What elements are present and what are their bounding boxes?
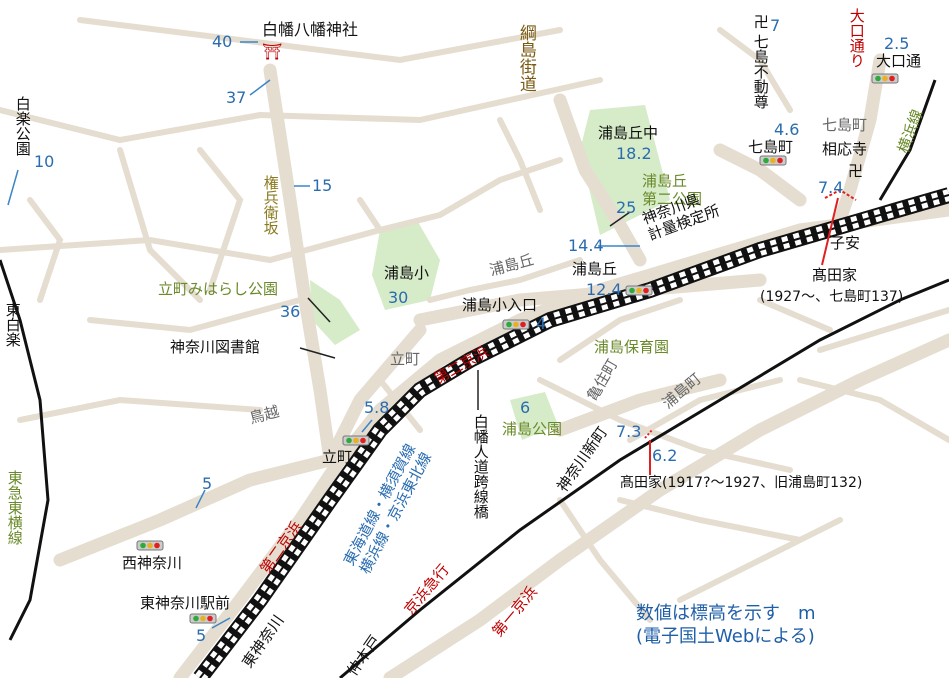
label-urashima-hoikuen: 浦島保育園 <box>594 338 670 356</box>
label-shichidomachi: 七島町 <box>748 138 794 156</box>
elevation-25: 25 <box>616 198 637 217</box>
label-hakuraku-park: 白楽公園 <box>13 96 32 156</box>
label-tatemachi-road: 立町 <box>390 350 421 368</box>
label-urashima-school: 浦島小 <box>384 264 430 282</box>
label-urashima-iriguchi: 浦島小入口 <box>462 296 538 314</box>
label-shichidomachi-gray: 七島町 <box>822 116 868 134</box>
elevation-5-b: 5 <box>196 626 207 645</box>
road-shichidomachi <box>713 143 807 207</box>
signal-higashikanagawa <box>189 613 217 624</box>
label-urashimaoka: 浦島丘 <box>572 260 618 278</box>
railway-yokohama <box>878 79 937 201</box>
label-hakuhata-bridge: 白幡人道跨線橋 <box>471 414 490 519</box>
elevation-note: 数値は標高を示す m (電子国土Webによる) <box>636 602 816 649</box>
road-urashimaoka <box>413 273 767 327</box>
road-shinmachi <box>553 373 727 437</box>
label-koyasu: 子安 <box>830 234 861 252</box>
railway-tokyu <box>0 259 50 641</box>
elevation-40: 40 <box>212 32 233 51</box>
elevation-10: 10 <box>34 152 55 171</box>
traffic-lights <box>136 73 899 624</box>
label-urashimaoka-jh: 浦島丘中 <box>598 124 659 142</box>
signal-nishikanagawa <box>136 540 164 551</box>
elevation-4: 4 <box>536 314 547 333</box>
road-tatemachi <box>323 323 427 467</box>
elevation-36: 36 <box>280 302 301 321</box>
label-oguchi: 大口通 <box>876 52 922 70</box>
torii-icon: ⛩ <box>262 42 283 61</box>
label-tsunashima-kaido: 綱島街道 <box>515 24 536 92</box>
label-shrine: 白幡八幡神社 <box>262 20 359 39</box>
road-tsunashima <box>553 93 647 267</box>
elevation-4-6: 4.6 <box>774 120 800 139</box>
label-urashima-park: 浦島公園 <box>502 420 563 438</box>
road-nishikanagawa <box>53 453 337 567</box>
elevation-7: 7 <box>770 16 781 35</box>
railway-jr <box>193 187 949 678</box>
label-tatemachi: 立町 <box>322 448 353 466</box>
park-urashima <box>510 392 558 440</box>
elevation-5-8: 5.8 <box>364 398 390 417</box>
signal-tatemachi <box>342 435 370 446</box>
label-manji-2: 卍 <box>848 162 864 180</box>
elevation-18-2: 18.2 <box>616 144 652 163</box>
main-roads <box>53 53 949 678</box>
park-tatemachi <box>310 280 360 345</box>
elevation-15: 15 <box>312 176 333 195</box>
label-oguchi-road: 大口通り <box>847 8 866 68</box>
road-oguchi <box>833 53 887 227</box>
label-tatemachi-park: 立町みはらし公園 <box>158 280 279 298</box>
takada-markers <box>644 188 857 475</box>
signal-urashimaoka <box>625 285 653 296</box>
label-higashi-hakuraku: 東白楽 <box>3 302 22 347</box>
elevation-14-4: 14.4 <box>568 236 604 255</box>
elevation-2-5: 2.5 <box>884 34 910 53</box>
elevation-7-4: 7.4 <box>818 178 844 197</box>
road-dai2keihin <box>173 203 949 678</box>
elevation-5-a: 5 <box>202 474 213 493</box>
park-urashima-school <box>372 222 440 310</box>
elevation-30: 30 <box>388 288 409 307</box>
label-manji-1: 卍 <box>751 14 770 29</box>
label-takada-1-detail: (1927～、七島町137) <box>760 289 904 305</box>
elevation-arrows <box>7 41 640 629</box>
label-urashimaoka-park2: 浦島丘 第二公園 <box>642 172 703 208</box>
elevation-6-2: 6.2 <box>652 446 678 465</box>
elevation-12-4: 12.4 <box>586 280 622 299</box>
elevation-37: 37 <box>226 88 247 107</box>
signal-shichidomachi <box>759 155 787 166</box>
road-dai1keihin <box>383 333 949 678</box>
signal-oguchi <box>871 73 899 84</box>
label-gonbee-zaka: 権兵衛坂 <box>261 175 280 235</box>
label-takada-2: 髙田家(1917?～1927、旧浦島町132) <box>620 475 863 491</box>
signal-uraishima-iriguchi <box>502 319 530 330</box>
label-shichido-fudo: 七島不動尊 <box>751 34 770 109</box>
elevation-6: 6 <box>520 398 531 417</box>
label-nishikanagawa: 西神奈川 <box>122 554 183 572</box>
label-tokyu: 東急東横線 <box>5 470 24 545</box>
note-line-2: (電子国土Webによる) <box>636 626 815 648</box>
railway-keikyu <box>339 278 949 678</box>
label-higashikanagawa-mae: 東神奈川駅前 <box>140 594 231 612</box>
elevation-7-3: 7.3 <box>616 422 642 441</box>
label-library: 神奈川図書館 <box>170 338 261 356</box>
road-gonbee <box>263 63 337 467</box>
label-arrows <box>299 211 631 410</box>
note-line-1: 数値は標高を示す m <box>636 603 816 624</box>
minor-roads <box>0 17 949 623</box>
label-takada-1: 髙田家 <box>812 266 858 284</box>
label-soouji: 相応寺 <box>822 140 868 158</box>
